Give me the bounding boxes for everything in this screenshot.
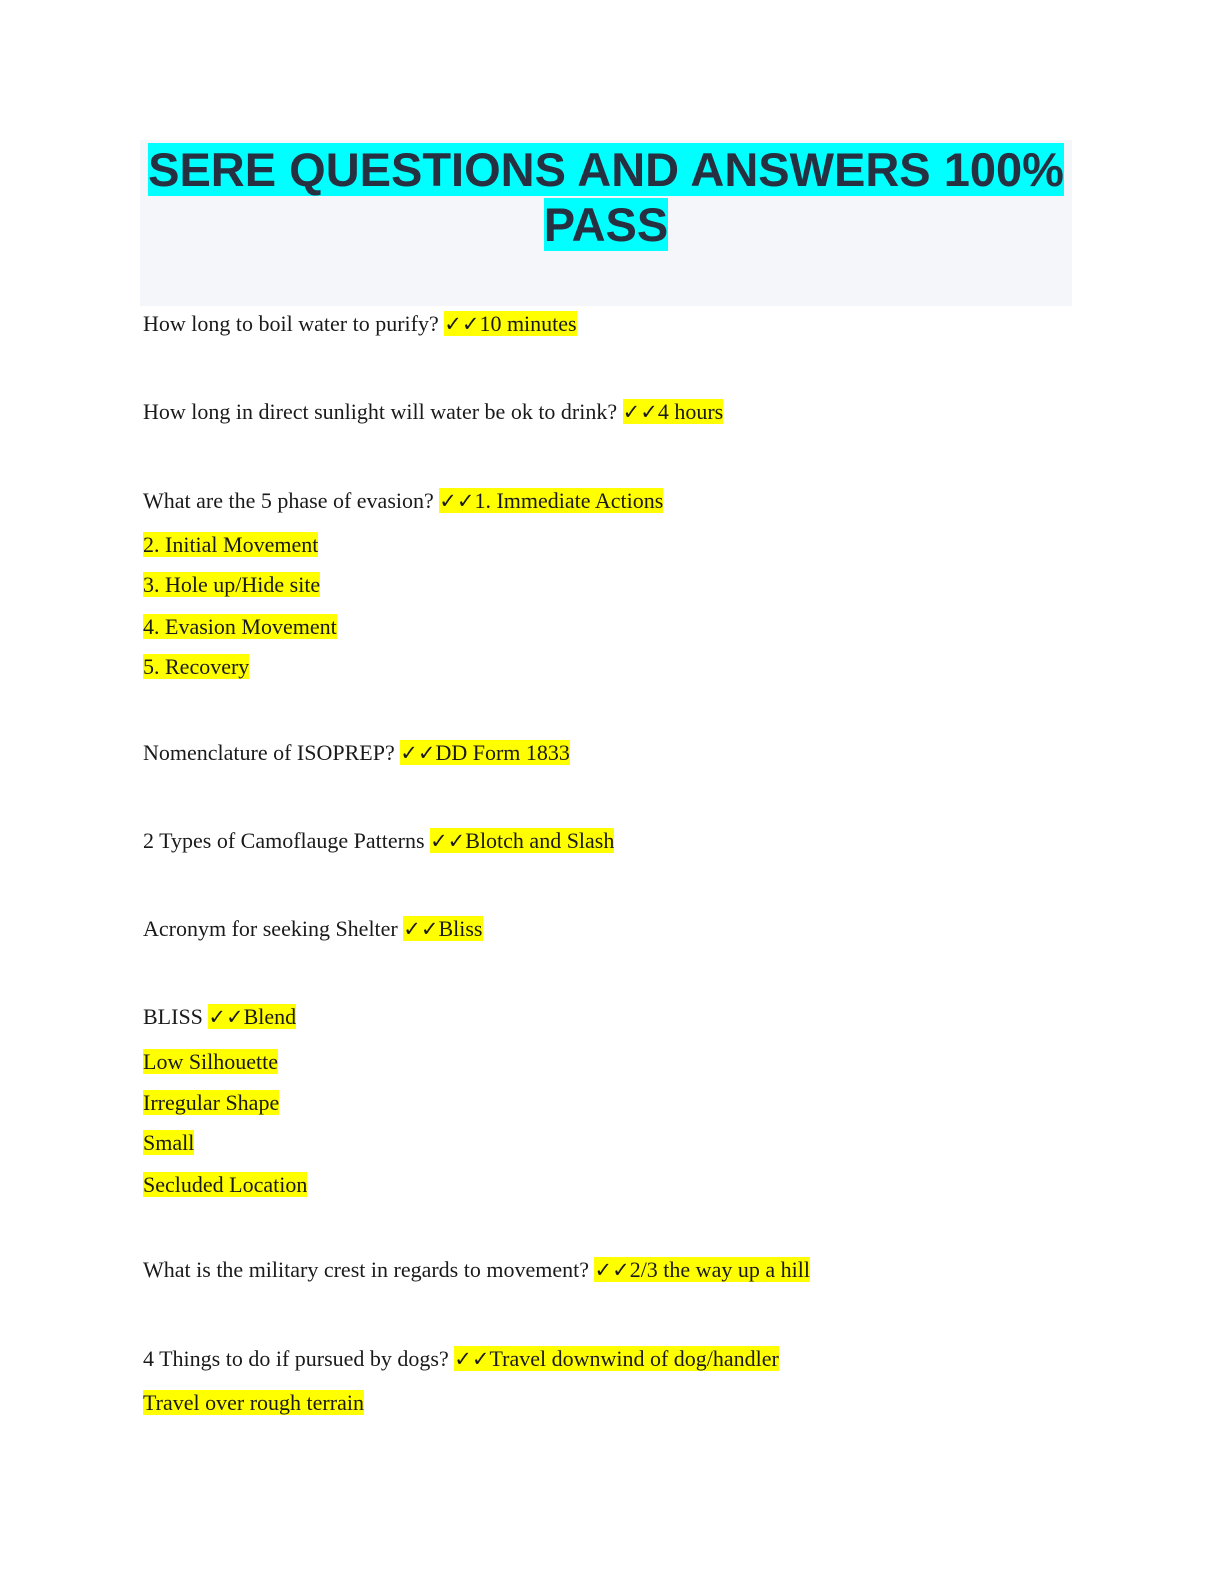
qa-item-9: 4 Things to do if pursued by dogs? ✓✓Tra…	[143, 1344, 779, 1374]
answer-highlight: ✓✓Travel downwind of dog/handler	[454, 1346, 779, 1371]
answer-text: 1. Immediate Actions	[474, 488, 664, 513]
answer-text: Bliss	[438, 916, 483, 941]
answer-continuation: Small	[143, 1128, 195, 1158]
answer-continuation: Travel over rough terrain	[143, 1388, 364, 1418]
answer-text: Blend	[243, 1004, 297, 1029]
qa-item-7: BLISS ✓✓Blend	[143, 1002, 297, 1032]
answer-highlight: ✓✓10 minutes	[444, 311, 577, 336]
page-title-line-1: SERE QUESTIONS AND ANSWERS 100%	[140, 142, 1072, 197]
answer-text: 10 minutes	[479, 311, 577, 336]
answer-text: DD Form 1833	[435, 740, 570, 765]
answer-highlight: ✓✓DD Form 1833	[400, 740, 570, 765]
answer-text: Travel downwind of dog/handler	[489, 1346, 779, 1371]
answer-text: 4. Evasion Movement	[143, 614, 337, 639]
answer-continuation: Secluded Location	[143, 1170, 308, 1200]
question-text: 4 Things to do if pursued by dogs?	[143, 1346, 455, 1371]
title-panel: SERE QUESTIONS AND ANSWERS 100% PASS	[140, 140, 1072, 306]
check-icon: ✓✓	[454, 1347, 490, 1371]
question-text: What are the 5 phase of evasion?	[143, 488, 440, 513]
answer-text: 4 hours	[657, 399, 724, 424]
qa-item-5: 2 Types of Camoflauge Patterns ✓✓Blotch …	[143, 826, 615, 856]
title-highlight-1: SERE QUESTIONS AND ANSWERS 100%	[148, 143, 1064, 196]
answer-continuation: Irregular Shape	[143, 1088, 280, 1118]
question-text: How long in direct sunlight will water b…	[143, 399, 623, 424]
question-text: How long to boil water to purify?	[143, 311, 445, 336]
answer-highlight: ✓✓1. Immediate Actions	[439, 488, 664, 513]
check-icon: ✓✓	[403, 917, 439, 941]
question-text: Acronym for seeking Shelter	[143, 916, 404, 941]
answer-highlight: ✓✓Bliss	[403, 916, 483, 941]
qa-item-3: What are the 5 phase of evasion? ✓✓1. Im…	[143, 486, 664, 516]
qa-item-1: How long to boil water to purify? ✓✓10 m…	[143, 309, 577, 339]
answer-continuation: Low Silhouette	[143, 1047, 279, 1077]
answer-text: Irregular Shape	[143, 1090, 280, 1115]
qa-item-4: Nomenclature of ISOPREP? ✓✓DD Form 1833	[143, 738, 570, 768]
answer-highlight: ✓✓Blotch and Slash	[430, 828, 615, 853]
check-icon: ✓✓	[444, 312, 480, 336]
page-title-line-2: PASS	[140, 197, 1072, 252]
answer-text: Small	[143, 1130, 195, 1155]
answer-highlight: ✓✓2/3 the way up a hill	[594, 1257, 810, 1282]
answer-highlight: ✓✓4 hours	[622, 399, 724, 424]
check-icon: ✓✓	[439, 489, 475, 513]
check-icon: ✓✓	[400, 741, 436, 765]
answer-text: 2/3 the way up a hill	[629, 1257, 810, 1282]
question-text: BLISS	[143, 1004, 209, 1029]
answer-text: Travel over rough terrain	[143, 1390, 364, 1415]
qa-item-6: Acronym for seeking Shelter ✓✓Bliss	[143, 914, 483, 944]
qa-item-2: How long in direct sunlight will water b…	[143, 397, 724, 427]
answer-text: 2. Initial Movement	[143, 532, 319, 557]
answer-highlight: ✓✓Blend	[208, 1004, 297, 1029]
title-highlight-2: PASS	[543, 198, 669, 251]
answer-text: Blotch and Slash	[465, 828, 615, 853]
answer-continuation: 5. Recovery	[143, 652, 250, 682]
check-icon: ✓✓	[622, 400, 658, 424]
answer-text: Low Silhouette	[143, 1049, 279, 1074]
answer-text: 5. Recovery	[143, 654, 250, 679]
check-icon: ✓✓	[208, 1005, 244, 1029]
answer-text: 3. Hole up/Hide site	[143, 572, 321, 597]
answer-continuation: 2. Initial Movement	[143, 530, 319, 560]
check-icon: ✓✓	[594, 1258, 630, 1282]
check-icon: ✓✓	[430, 829, 466, 853]
question-text: 2 Types of Camoflauge Patterns	[143, 828, 431, 853]
answer-text: Secluded Location	[143, 1172, 308, 1197]
question-text: Nomenclature of ISOPREP?	[143, 740, 401, 765]
answer-continuation: 4. Evasion Movement	[143, 612, 337, 642]
qa-item-8: What is the military crest in regards to…	[143, 1255, 810, 1285]
question-text: What is the military crest in regards to…	[143, 1257, 595, 1282]
answer-continuation: 3. Hole up/Hide site	[143, 570, 321, 600]
